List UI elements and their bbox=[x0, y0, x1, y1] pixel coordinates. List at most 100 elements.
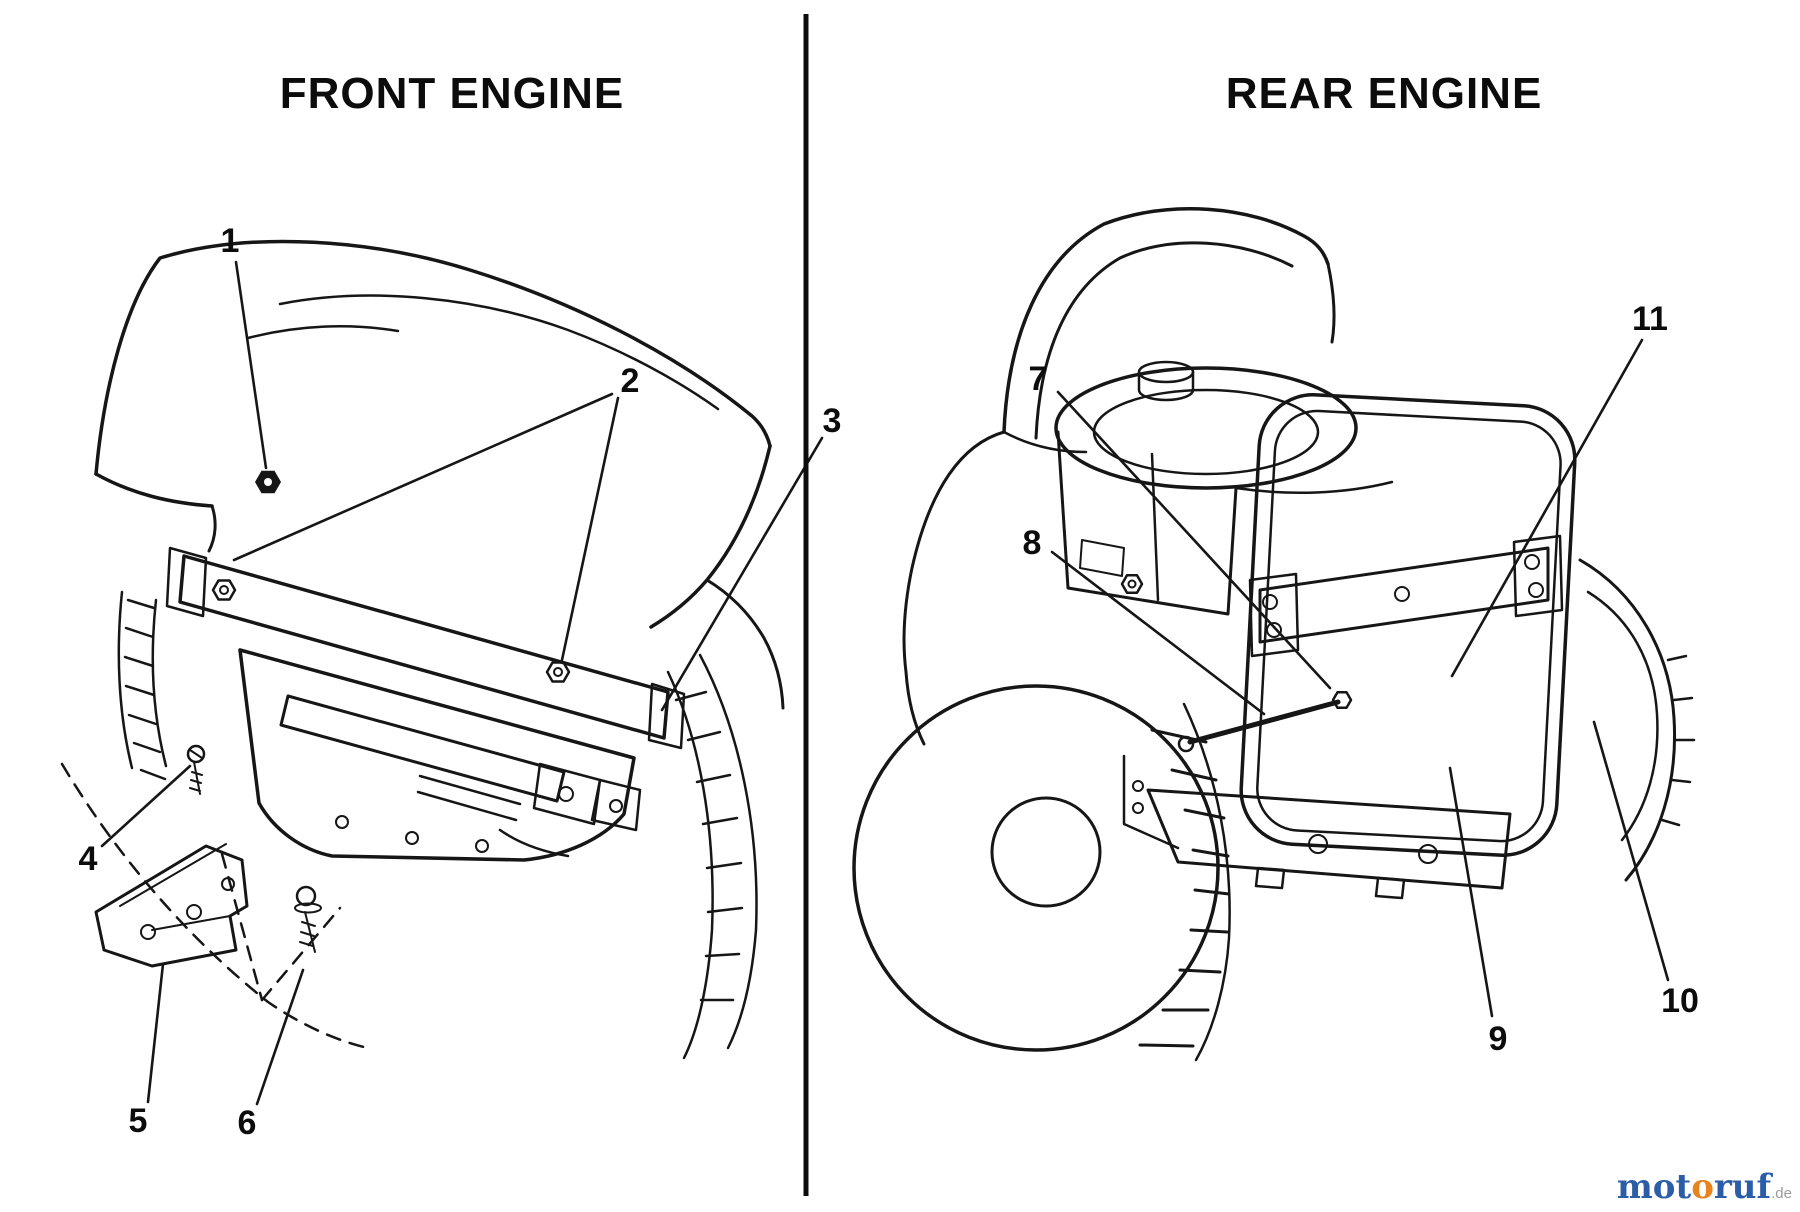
callout-8-leader bbox=[1050, 550, 1266, 716]
bracket-hole bbox=[140, 924, 156, 940]
callout-2-leader-b bbox=[232, 392, 614, 562]
bracket-hole bbox=[186, 904, 202, 920]
gearbox-housing bbox=[532, 762, 602, 826]
bracket-bar bbox=[1258, 546, 1550, 644]
hood-crease-line bbox=[278, 294, 720, 411]
callout-1-leader bbox=[234, 260, 268, 470]
frame-base-plate bbox=[1146, 788, 1512, 890]
install-guide-line-2 bbox=[260, 906, 342, 1002]
callout-3-leader bbox=[660, 436, 824, 712]
callout-4: 4 bbox=[79, 840, 98, 878]
bracket-center-hole bbox=[1394, 586, 1410, 602]
hood-crease-short bbox=[246, 325, 400, 340]
bolt-head bbox=[295, 885, 317, 907]
callout-7-leader bbox=[1056, 390, 1332, 690]
body-lower-right-edge bbox=[705, 578, 785, 710]
engine-blower-housing bbox=[1054, 366, 1358, 490]
callout-7: 7 bbox=[1029, 360, 1048, 398]
bracket-bolt bbox=[1266, 622, 1282, 638]
callout-9-leader bbox=[1448, 766, 1494, 1018]
mount-bar bbox=[178, 554, 670, 740]
frame-foot-right bbox=[1374, 876, 1406, 900]
mount-bar-left-tab bbox=[165, 546, 208, 618]
axle-bolt bbox=[609, 799, 623, 813]
engine-front-face bbox=[1056, 430, 1238, 616]
fender-line bbox=[902, 430, 1006, 746]
callout-8: 8 bbox=[1023, 524, 1042, 562]
frame-bolt bbox=[1132, 780, 1144, 792]
axle-lines bbox=[416, 774, 570, 858]
rear-engine-callouts: 7 8 9 10 11 bbox=[1023, 300, 1699, 1058]
install-guide-line-1 bbox=[220, 852, 264, 1002]
hood-front-corner bbox=[207, 504, 217, 553]
frame-foot-left bbox=[1254, 866, 1286, 890]
fuel-filler-cap bbox=[1137, 360, 1195, 402]
callout-4-leader bbox=[100, 764, 192, 848]
engine-base-nut-center bbox=[1127, 579, 1137, 589]
rear-wheel bbox=[852, 684, 1220, 1052]
right-wheel-tread bbox=[666, 653, 758, 1060]
front-engine-title: FRONT ENGINE bbox=[280, 69, 624, 118]
rear-mount-bracket bbox=[1248, 534, 1564, 658]
rear-wheel-tread-band bbox=[1182, 702, 1231, 1062]
bracket-bend-line bbox=[119, 843, 231, 931]
callout-11-leader bbox=[1450, 338, 1644, 678]
right-wheel-outer bbox=[1578, 558, 1677, 882]
bracket-bolt bbox=[1524, 554, 1540, 570]
rear-engine-title: REAR ENGINE bbox=[1226, 69, 1543, 118]
hidden-wheel-arc bbox=[60, 762, 370, 1050]
watermark-suffix: .de bbox=[1771, 1185, 1792, 1202]
seat-right-edge bbox=[1326, 262, 1336, 344]
front-engine-panel: FRONT ENGINE bbox=[60, 69, 841, 1142]
callout-6: 6 bbox=[238, 1104, 257, 1142]
right-wheel-inner bbox=[1586, 590, 1659, 842]
bolt-washer bbox=[294, 902, 322, 914]
bracket-left-tab bbox=[1248, 572, 1300, 658]
engine-shroud-top bbox=[1234, 480, 1394, 495]
hood-outline bbox=[94, 239, 772, 476]
bracket-bolt bbox=[1262, 594, 1278, 610]
watermark: motoruf.de bbox=[1617, 1167, 1792, 1207]
callout-2-leader-a bbox=[560, 396, 620, 662]
pan-bolt-hole bbox=[335, 815, 349, 829]
screw-shank bbox=[189, 749, 203, 795]
watermark-brand-accent: o bbox=[1691, 1167, 1714, 1207]
pan-bolt-hole bbox=[405, 831, 419, 845]
carriage-bolt-item-8 bbox=[1177, 690, 1353, 753]
guard-tube-outer bbox=[1239, 393, 1577, 857]
watermark-brand-part1: mot bbox=[1617, 1167, 1692, 1207]
frame-bolt bbox=[1132, 802, 1144, 814]
bracket-hole bbox=[221, 877, 235, 891]
screw-item-4 bbox=[186, 744, 206, 795]
hood-front-edge bbox=[94, 472, 214, 508]
pan-bolt-hole bbox=[475, 839, 489, 853]
bracket-bolt bbox=[1528, 582, 1544, 598]
rear-wheel-hub bbox=[990, 796, 1102, 908]
frame-left-bracket bbox=[1122, 754, 1180, 850]
rear-wheel-tread-lugs bbox=[1138, 728, 1231, 1048]
cap-sides bbox=[1137, 370, 1195, 402]
right-wheel-tread-lugs bbox=[1660, 654, 1696, 827]
frame-detail-bolt bbox=[1418, 844, 1438, 864]
belly-pan bbox=[238, 648, 636, 862]
bar-bolt-mid-center bbox=[553, 667, 563, 677]
callout-2: 2 bbox=[621, 362, 640, 400]
gearbox-bolt bbox=[558, 786, 574, 802]
callout-6-leader bbox=[255, 968, 305, 1106]
bolt-shank bbox=[299, 911, 316, 953]
bar-bolt-left bbox=[211, 579, 237, 601]
engine-front-seam bbox=[1150, 452, 1160, 602]
callout-1: 1 bbox=[221, 222, 240, 260]
seat-back-outer bbox=[1002, 207, 1330, 434]
callout-5: 5 bbox=[129, 1102, 148, 1140]
engine-base-nut bbox=[1120, 574, 1144, 594]
bracket-right-tab bbox=[1512, 534, 1564, 618]
callout-9: 9 bbox=[1489, 1020, 1508, 1058]
hex-nut-center bbox=[264, 478, 272, 486]
carriage-bolt-shank bbox=[1187, 699, 1341, 745]
bar-bolt-mid bbox=[545, 661, 571, 683]
callout-11: 11 bbox=[1632, 300, 1668, 338]
seat-base-line bbox=[1002, 430, 1088, 454]
